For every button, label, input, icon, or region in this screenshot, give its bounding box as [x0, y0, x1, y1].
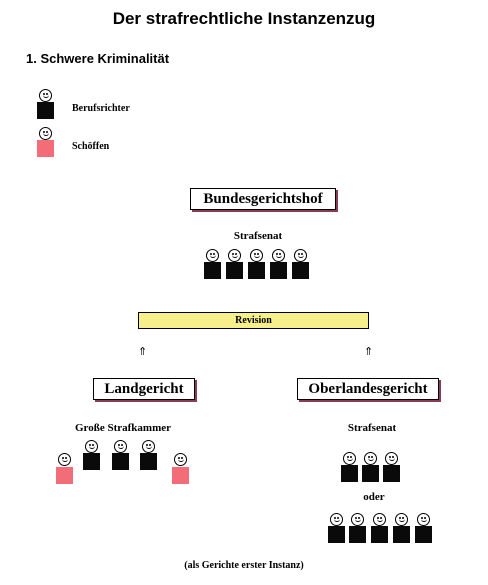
judge-face-icon	[330, 513, 343, 526]
judge-face-icon	[206, 249, 219, 262]
arrow-up-left-icon: ⇑	[138, 346, 148, 358]
lay-judge-face-icon	[58, 453, 71, 466]
legend-schoeffen-swatch	[37, 140, 54, 157]
professional-judge	[393, 526, 410, 543]
professional-judge	[226, 262, 243, 279]
judge-face-icon	[142, 440, 155, 453]
professional-judge	[415, 526, 432, 543]
page-title: Der strafrechtliche Instanzenzug	[112, 9, 376, 28]
court-bundesgerichtshof: Bundesgerichtshof	[190, 188, 336, 210]
bgh-panel-label: Strafsenat	[233, 230, 283, 242]
lay-judge-face-icon	[39, 127, 52, 140]
professional-judge	[292, 262, 309, 279]
judge-face-icon	[343, 452, 356, 465]
judge-face-icon	[85, 440, 98, 453]
professional-judge	[248, 262, 265, 279]
professional-judge	[140, 453, 157, 470]
professional-judge	[83, 453, 100, 470]
professional-judge	[341, 465, 358, 482]
footer-note: (als Gerichte erster Instanz)	[184, 560, 304, 571]
professional-judge	[204, 262, 221, 279]
court-oberlandesgericht: Oberlandesgericht	[297, 378, 439, 400]
judge-face-icon	[417, 513, 430, 526]
judge-face-icon	[294, 249, 307, 262]
professional-judge	[270, 262, 287, 279]
olg-panel-label: Strafsenat	[347, 422, 397, 434]
judge-face-icon	[351, 513, 364, 526]
professional-judge	[349, 526, 366, 543]
professional-judge	[362, 465, 379, 482]
arrow-up-right-icon: ⇑	[364, 346, 374, 358]
judge-face-icon	[39, 89, 52, 102]
judge-face-icon	[373, 513, 386, 526]
judge-face-icon	[250, 249, 263, 262]
court-landgericht: Landgericht	[93, 378, 195, 400]
judge-face-icon	[228, 249, 241, 262]
professional-judge	[112, 453, 129, 470]
olg-or-label: oder	[363, 491, 385, 503]
judge-face-icon	[114, 440, 127, 453]
revision-bar: Revision	[138, 312, 369, 329]
judge-face-icon	[272, 249, 285, 262]
judge-face-icon	[395, 513, 408, 526]
lay-judge-face-icon	[174, 453, 187, 466]
lay-judge	[56, 467, 73, 484]
legend-berufsrichter-swatch	[37, 102, 54, 119]
judge-face-icon	[385, 452, 398, 465]
professional-judge	[328, 526, 345, 543]
lay-judge	[172, 467, 189, 484]
lg-panel-label: Große Strafkammer	[74, 422, 172, 434]
judge-face-icon	[364, 452, 377, 465]
section-heading: 1. Schwere Kriminalität	[26, 51, 170, 66]
legend-schoeffen-label: Schöffen	[72, 141, 110, 152]
legend-berufsrichter-label: Berufsrichter	[72, 103, 130, 114]
professional-judge	[371, 526, 388, 543]
professional-judge	[383, 465, 400, 482]
